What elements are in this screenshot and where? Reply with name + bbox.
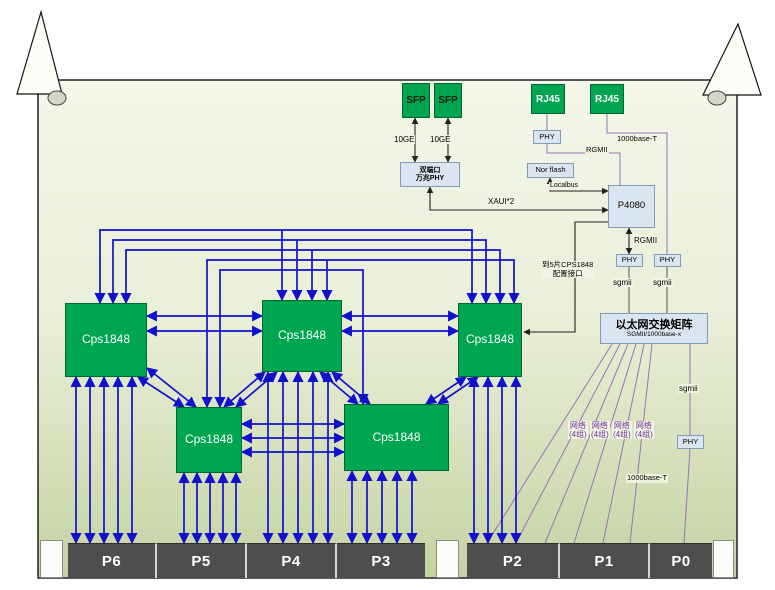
dual-phy-label-line2: 万兆PHY xyxy=(415,174,445,182)
label-sgmii-right: sgmii xyxy=(652,278,673,288)
label-network-group-2: 网络 (4组) xyxy=(590,421,610,440)
cps1848-switch-a: Cps1848 xyxy=(65,303,147,377)
p4080-label: P4080 xyxy=(617,200,646,212)
label-10ge-right: 10GE xyxy=(429,135,452,145)
network-group-4-line2: (4组) xyxy=(635,430,653,440)
network-group-3-line1: 网络 xyxy=(613,421,630,430)
label-xaui: XAUI*2 xyxy=(487,197,516,207)
connector-p3: P3 xyxy=(337,543,425,578)
label-rgmii-mid: RGMII xyxy=(633,236,659,246)
connector-p6: P6 xyxy=(68,543,157,578)
connector-endcap-right xyxy=(713,540,734,578)
label-sgmii-matrix: sgmii xyxy=(678,384,699,394)
phy-rgmii-label: PHY xyxy=(621,255,638,265)
connector-endcap-left xyxy=(40,540,63,578)
label-1000baset-bottom: 1000base-T xyxy=(626,473,669,483)
srio-fabric-arrows xyxy=(70,229,522,545)
phy-p0: PHY xyxy=(677,435,704,449)
connector-p6-label: P6 xyxy=(101,552,122,570)
sfp-right-label: SFP xyxy=(438,95,458,106)
cps1848-d-label: Cps1848 xyxy=(184,432,234,447)
cps1848-switch-e: Cps1848 xyxy=(344,404,449,471)
cps1848-a-label: Cps1848 xyxy=(81,332,131,347)
switch-matrix-label: 以太网交换矩阵 xyxy=(615,318,693,331)
connector-p5: P5 xyxy=(157,543,247,578)
label-localbus: Localbus xyxy=(549,182,580,191)
cps1848-e-label: Cps1848 xyxy=(372,429,421,444)
switch-matrix-sublabel: SGMII/1000base-x xyxy=(626,330,682,338)
network-group-2-line2: (4组) xyxy=(591,430,609,440)
connector-p2: P2 xyxy=(467,543,560,578)
cps1848-switch-b: Cps1848 xyxy=(262,300,342,372)
connector-endcap-middle xyxy=(436,540,459,578)
nor-flash-label: Nor flash xyxy=(535,165,566,175)
mounting-hole-right xyxy=(707,90,727,106)
phy-rgmii: PHY xyxy=(616,254,643,267)
dual-port-10g-phy: 双端口 万兆PHY xyxy=(400,162,460,187)
connector-p0: P0 xyxy=(650,543,712,578)
label-10ge-left: 10GE xyxy=(393,135,416,145)
dual-phy-label-line1: 双端口 xyxy=(419,166,441,174)
sfp-left-label: SFP xyxy=(406,95,426,106)
connector-p1-label: P1 xyxy=(594,552,614,570)
cps1848-switch-c: Cps1848 xyxy=(458,303,522,377)
rj45-left-label: RJ45 xyxy=(536,93,560,105)
label-cps-config-line2: 配置接口 xyxy=(552,268,583,278)
ejector-handle-right xyxy=(702,22,762,96)
label-sgmii-left: sgmii xyxy=(612,278,633,288)
rj45-port-left: RJ45 xyxy=(531,84,565,114)
label-cps-config-port: 到5片CPS1848 配置接口 xyxy=(541,260,595,279)
sfp-cage-right: SFP xyxy=(434,83,462,118)
ejector-handle-left xyxy=(16,9,63,95)
phy-1000baset: PHY xyxy=(654,254,681,267)
cps1848-c-label: Cps1848 xyxy=(465,332,515,347)
connector-p1: P1 xyxy=(560,543,650,578)
label-network-group-1: 网络 (4组) xyxy=(568,421,588,440)
rj45-right-label: RJ45 xyxy=(595,93,619,105)
phy-under-rj45-label: PHY xyxy=(539,131,555,141)
network-group-2-line1: 网络 xyxy=(591,421,608,430)
phy-under-rj45: PHY xyxy=(533,130,561,144)
label-rgmii-top: RGMII xyxy=(585,145,609,155)
connector-p0-label: P0 xyxy=(671,552,691,570)
phy-p0-label: PHY xyxy=(682,436,699,446)
connector-p3-label: P3 xyxy=(371,552,391,570)
p4080-cpu: P4080 xyxy=(608,185,655,228)
rj45-port-right: RJ45 xyxy=(590,84,624,114)
cps1848-b-label: Cps1848 xyxy=(277,328,327,343)
label-1000baset-top: 1000base-T xyxy=(616,134,659,144)
label-network-group-3: 网络 (4组) xyxy=(612,421,632,440)
cps1848-switch-d: Cps1848 xyxy=(176,407,242,473)
label-cps-config-line1: 到5片CPS1848 xyxy=(542,260,594,269)
connector-p4: P4 xyxy=(247,543,337,578)
nor-flash: Nor flash xyxy=(527,163,574,178)
label-network-group-4: 网络 (4组) xyxy=(634,421,654,440)
sfp-cage-left: SFP xyxy=(402,83,430,118)
network-group-1-line1: 网络 xyxy=(569,421,586,430)
mounting-hole-left xyxy=(47,90,67,106)
network-group-1-line2: (4组) xyxy=(569,430,587,440)
network-group-4-line1: 网络 xyxy=(635,421,652,430)
phy-1000baset-label: PHY xyxy=(659,255,676,265)
ethernet-switch-matrix: 以太网交换矩阵 SGMII/1000base-x xyxy=(600,313,708,344)
connector-p5-label: P5 xyxy=(191,552,211,570)
network-group-3-line2: (4组) xyxy=(613,430,631,440)
connector-p2-label: P2 xyxy=(502,552,523,570)
connector-p4-label: P4 xyxy=(281,552,301,570)
